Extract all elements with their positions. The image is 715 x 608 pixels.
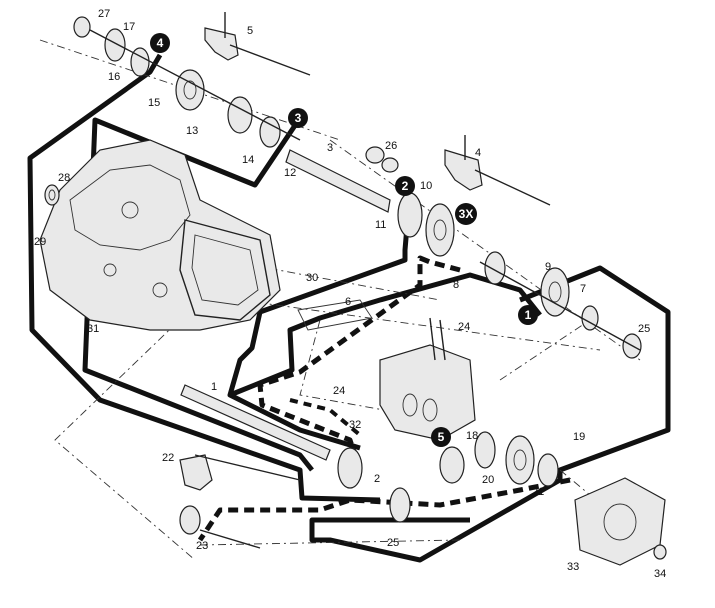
center-housing	[379, 317, 476, 441]
label-part-30: 30	[306, 272, 318, 284]
label-part-31: 31	[87, 323, 99, 335]
badge-3x: 3X	[455, 203, 477, 225]
upper-shaft-assembly	[73, 16, 301, 148]
power-flow-paths	[27, 53, 671, 563]
label-part-6: 6	[345, 296, 351, 308]
svg-text:1: 1	[525, 308, 532, 322]
badge-5: 5	[431, 427, 451, 447]
selector-fork-22	[179, 454, 301, 491]
svg-text:2: 2	[402, 179, 409, 193]
label-part-18: 18	[466, 430, 478, 442]
label-part-14: 14	[242, 154, 254, 166]
assembly-line-shaft	[299, 319, 441, 421]
label-part-9: 9	[545, 261, 551, 273]
label-part-26: 26	[385, 140, 397, 152]
label-part-21: 21	[532, 486, 544, 498]
label-part-27: 27	[98, 8, 110, 20]
flow-path-2	[227, 189, 413, 451]
assembly-line-bottom	[199, 539, 461, 546]
badge-1: 1	[518, 305, 538, 325]
main-shaft-assembly	[285, 146, 455, 257]
label-part-33: 33	[567, 561, 579, 573]
label-part-10: 10	[420, 180, 432, 192]
badge-3: 3	[288, 108, 308, 128]
badge-4: 4	[150, 33, 170, 53]
label-part-2: 2	[374, 473, 380, 485]
shaft-23	[179, 505, 261, 549]
label-part-3: 3	[327, 142, 333, 154]
label-part-22: 22	[162, 452, 174, 464]
svg-text:4: 4	[157, 36, 164, 50]
label-part-4: 4	[475, 147, 481, 159]
svg-text:3: 3	[295, 111, 302, 125]
label-part-1: 1	[211, 381, 217, 393]
flow-path-dashed-b	[197, 477, 571, 542]
label-part-8: 8	[453, 279, 459, 291]
label-part-11: 11	[375, 219, 386, 231]
svg-text:5: 5	[438, 430, 445, 444]
label-part-13: 13	[186, 125, 198, 137]
part-labels: 27 17 5 16 15 13 14 12 3 26 4 10 28 29 1…	[34, 8, 666, 580]
label-part-5: 5	[247, 25, 253, 37]
lower-right-gears	[439, 431, 559, 487]
label-part-24-lower: 24	[333, 385, 345, 397]
label-part-16: 16	[108, 71, 120, 83]
gasket-6	[297, 299, 373, 331]
selector-fork-5	[204, 12, 311, 76]
label-part-25-right: 25	[638, 323, 650, 335]
flow-path-4	[27, 53, 381, 503]
label-part-7: 7	[580, 283, 586, 295]
lower-shaft-assembly	[180, 384, 411, 523]
label-part-19: 19	[573, 431, 585, 443]
assembly-line-right	[499, 319, 591, 381]
flow-path-1	[229, 272, 542, 398]
label-part-15: 15	[148, 97, 160, 109]
badge-2: 2	[395, 176, 415, 196]
label-part-29: 29	[34, 236, 46, 248]
end-cover	[574, 477, 667, 566]
label-part-17: 17	[123, 21, 135, 33]
bearing-28	[44, 184, 60, 206]
flow-path-dashed-a	[257, 255, 461, 471]
label-part-28: 28	[58, 172, 70, 184]
gearbox-housing	[39, 139, 281, 331]
assembly-line-diag	[54, 309, 196, 561]
label-part-23: 23	[196, 540, 208, 552]
flow-badges: 4 3 2 3X 1 5	[150, 33, 538, 447]
label-part-25-lower: 25	[387, 537, 399, 549]
right-gear-cluster	[479, 251, 642, 359]
label-part-12: 12	[284, 167, 296, 179]
selector-fork-4	[444, 135, 551, 206]
label-part-20: 20	[482, 474, 494, 486]
assembly-line-mid	[239, 299, 601, 351]
svg-text:3X: 3X	[459, 207, 474, 221]
label-part-34: 34	[654, 568, 666, 580]
label-part-32: 32	[349, 419, 361, 431]
label-part-24-upper: 24	[458, 321, 470, 333]
